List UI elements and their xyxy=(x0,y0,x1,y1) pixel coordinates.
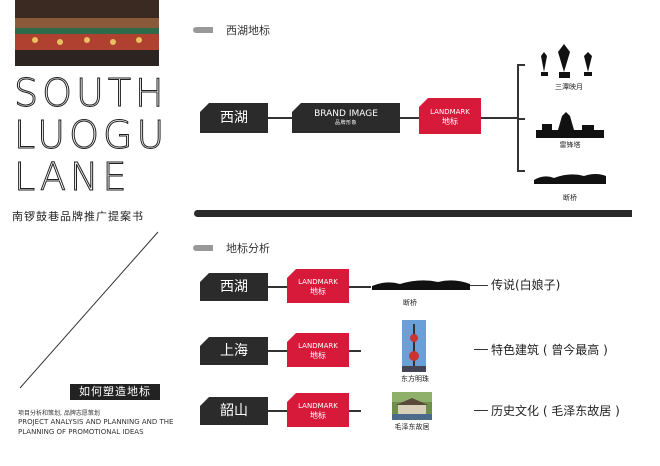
branch-label-duanqiao: 断桥 xyxy=(563,194,577,202)
brand-wordmark: SOUTH LUOGU LANE xyxy=(14,71,169,199)
section2-title: 地标分析 xyxy=(226,242,270,255)
connector xyxy=(349,350,361,352)
dash xyxy=(474,410,488,411)
image-label-mao: 毛泽东故居 xyxy=(394,423,430,431)
diagonal-line xyxy=(19,231,159,389)
landmark-node-row2: LANDMARK 地标 xyxy=(287,333,349,367)
mao-residence-photo xyxy=(392,392,432,420)
connector xyxy=(268,286,287,288)
section-marker xyxy=(193,245,213,251)
description-cn: 项目分析和策划, 品牌志愿策划 xyxy=(18,410,100,417)
row3-description: 历史文化 ( 毛泽东故居 ) xyxy=(491,404,620,418)
connector xyxy=(481,117,519,119)
landmark-node: LANDMARK 地标 xyxy=(419,98,481,134)
connector xyxy=(268,117,292,119)
section-marker xyxy=(193,27,213,33)
branch-tick xyxy=(517,64,525,66)
leifeng-pagoda-icon xyxy=(536,112,604,138)
connector xyxy=(268,410,287,412)
connector xyxy=(400,117,419,119)
landmark-node-row1: LANDMARK 地标 xyxy=(287,269,349,303)
city-node-shaoshan: 韶山 xyxy=(200,397,268,425)
three-pools-icon xyxy=(541,44,592,78)
connector xyxy=(268,350,287,352)
image-label-pearl: 东方明珠 xyxy=(401,375,429,383)
section1-title: 西湖地标 xyxy=(226,24,270,37)
dash xyxy=(470,285,488,286)
branch-label-santan: 三潭映月 xyxy=(555,83,583,91)
branch-label-leifeng: 雷锋塔 xyxy=(559,141,581,149)
connector xyxy=(349,286,371,288)
landmark-node-row3: LANDMARK 地标 xyxy=(287,393,349,427)
image-label-duanqiao: 断桥 xyxy=(403,299,417,307)
city-node-shanghai: 上海 xyxy=(200,337,268,365)
branch-tick xyxy=(517,118,525,120)
branch-tick xyxy=(517,170,525,172)
proposal-title: 南锣鼓巷品牌推广提案书 xyxy=(12,210,144,223)
row1-description: 传说(白娘子) xyxy=(491,278,561,292)
city-node-xihu: 西湖 xyxy=(200,103,268,133)
hero-photo xyxy=(15,0,159,66)
how-to-build-landmark-label: 如何塑造地标 xyxy=(70,384,160,400)
connector xyxy=(349,410,361,412)
city-node-xihu-2: 西湖 xyxy=(200,273,268,301)
description-en: PROJECT ANALYSIS AND PLANNING AND THE PL… xyxy=(18,418,174,436)
broken-bridge-photo xyxy=(372,280,470,290)
row2-description: 特色建筑 ( 曾今最高 ) xyxy=(491,343,608,357)
dash xyxy=(474,349,488,350)
oriental-pearl-tower-photo xyxy=(402,320,426,372)
broken-bridge-icon xyxy=(534,174,606,184)
section-divider xyxy=(194,210,632,217)
brand-image-node: BRAND IMAGE 品牌形象 xyxy=(292,103,400,133)
